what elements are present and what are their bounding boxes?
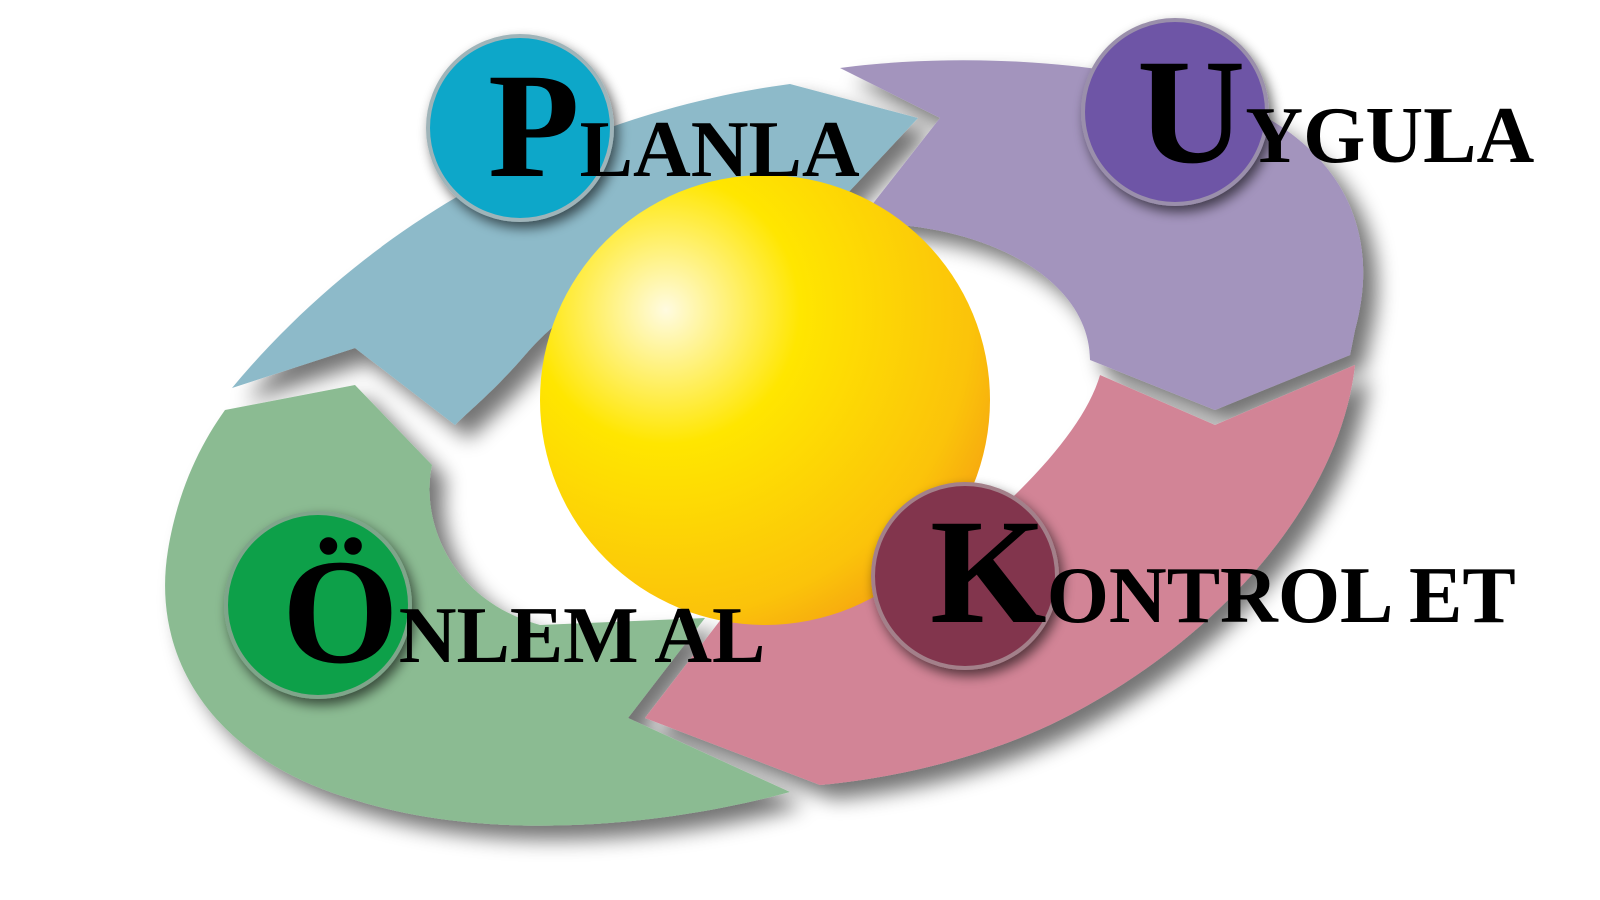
planla-arrow <box>232 84 918 425</box>
planla-initial: P <box>488 43 580 209</box>
uygula-initial: U <box>1137 29 1245 195</box>
onlem-al-rest: NLEM AL <box>399 592 766 680</box>
uygula-circle <box>1081 18 1269 206</box>
onlem-al-arrow <box>165 385 790 826</box>
uygula-label: UYGULA <box>1137 29 1534 195</box>
kontrol-et-rest: ONTROL ET <box>1047 552 1516 640</box>
kontrol-et-circle <box>871 482 1059 670</box>
planla-rest: LANLA <box>580 106 860 194</box>
onlem-al-label: ÖNLEM AL <box>282 529 765 695</box>
onlem-al-circle <box>224 511 412 699</box>
kontrol-et-initial: K <box>930 489 1047 655</box>
planla-circle <box>426 34 614 222</box>
uygula-rest: YGULA <box>1245 92 1534 180</box>
onlem-al-initial: Ö <box>282 529 399 695</box>
planla-label: PLANLA <box>488 43 860 209</box>
center-sphere <box>540 175 990 625</box>
kontrol-et-label: KONTROL ET <box>930 489 1516 655</box>
